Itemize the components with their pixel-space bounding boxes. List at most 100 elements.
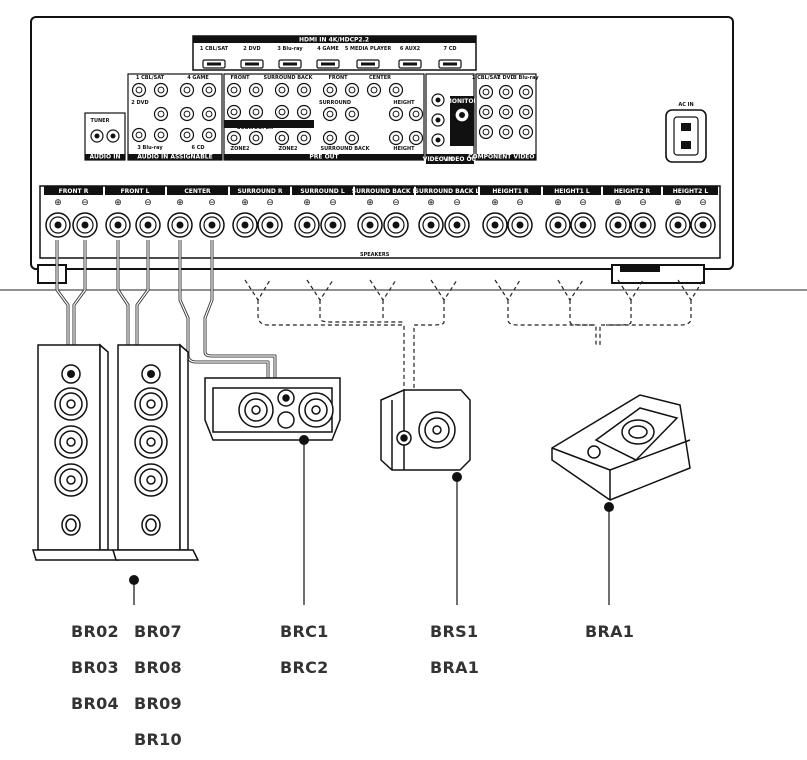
terminal-channel-label: SURROUND BACK L xyxy=(415,188,480,195)
plus-symbol: ⊕ xyxy=(554,198,562,208)
hdmi-input-label: 1 CBL/SAT xyxy=(200,46,229,52)
component-input-label: 3 Blu-ray xyxy=(513,75,539,81)
terminal-channel-label: FRONT L xyxy=(121,188,150,195)
preout-channel-label: SURROUND BACK xyxy=(264,75,314,81)
terminal-header xyxy=(663,186,718,195)
terminal-header xyxy=(44,186,103,195)
model-label: BR02 xyxy=(71,622,119,641)
terminal-channel-label: CENTER xyxy=(184,188,211,195)
plus-symbol: ⊕ xyxy=(674,198,682,208)
minus-symbol: ⊖ xyxy=(144,198,152,208)
plus-symbol: ⊕ xyxy=(303,198,311,208)
plus-symbol: ⊕ xyxy=(241,198,249,208)
model-label: BR09 xyxy=(134,694,182,713)
audio-input-label: 6 CD xyxy=(191,145,204,151)
terminal-header xyxy=(355,186,414,195)
model-label: BRC1 xyxy=(280,622,329,641)
audio-in-label: AUDIO IN xyxy=(90,154,121,161)
speakers-label: SPEAKERS xyxy=(360,252,390,258)
terminal-header xyxy=(292,186,353,195)
minus-symbol: ⊖ xyxy=(579,198,587,208)
model-label: BR07 xyxy=(134,622,182,641)
hdmi-title: HDMI IN 4K/HDCP2.2 xyxy=(299,37,369,44)
plus-symbol: ⊕ xyxy=(54,198,62,208)
preout-channel-label: SURROUND BACK xyxy=(321,146,371,152)
preout-channel-label: SURROUND xyxy=(319,100,351,106)
minus-symbol: ⊖ xyxy=(392,198,400,208)
model-label: BR03 xyxy=(71,658,119,677)
component-input-label: 2 DVD xyxy=(497,75,514,81)
model-label: BRA1 xyxy=(430,658,480,677)
hdmi-input-label: 6 AUX2 xyxy=(400,46,421,52)
video-out-label: VIDEO OUT xyxy=(443,156,481,163)
minus-symbol: ⊖ xyxy=(81,198,89,208)
audio-input-label: 3 Blu-ray xyxy=(137,145,163,151)
model-label: BR10 xyxy=(134,730,182,749)
preout-channel-label: ZONE2 xyxy=(279,146,298,152)
terminal-header xyxy=(416,186,478,195)
minus-symbol: ⊖ xyxy=(453,198,461,208)
terminal-header xyxy=(480,186,541,195)
video-block: MONITOR VIDEO IN VIDEO OUT xyxy=(423,73,482,164)
tuner-label: TUNER xyxy=(91,118,110,124)
model-label: BR08 xyxy=(134,658,182,677)
minus-symbol: ⊖ xyxy=(266,198,274,208)
model-label: BR04 xyxy=(71,694,119,713)
hdmi-input-label: 7 CD xyxy=(443,46,456,52)
monitor-label: MONITOR xyxy=(446,98,479,105)
plus-symbol: ⊕ xyxy=(114,198,122,208)
terminal-header xyxy=(603,186,661,195)
minus-symbol: ⊖ xyxy=(208,198,216,208)
terminal-channel-label: HEIGHT1 L xyxy=(554,188,590,195)
preout-channel-label: FRONT xyxy=(328,75,348,81)
model-label: BRA1 xyxy=(585,622,635,641)
hdmi-input-label: 2 DVD xyxy=(243,46,260,52)
atmos-speaker xyxy=(551,394,691,501)
hdmi-input-label: 5 MEDIA PLAYER xyxy=(345,46,392,52)
model-label: BRC2 xyxy=(280,658,329,677)
plus-symbol: ⊕ xyxy=(176,198,184,208)
center-speaker xyxy=(204,377,341,441)
ac-in-label: AC IN xyxy=(678,102,693,108)
floorstanding-speaker-2 xyxy=(111,343,200,561)
ac-in-socket: AC IN xyxy=(665,102,707,163)
audio-input-label: 4 GAME xyxy=(187,75,209,81)
model-label: BRS1 xyxy=(430,622,479,641)
minus-symbol: ⊖ xyxy=(699,198,707,208)
terminal-header xyxy=(230,186,290,195)
terminal-channel-label: SURROUND L xyxy=(300,188,344,195)
terminal-header xyxy=(105,186,165,195)
plus-symbol: ⊕ xyxy=(491,198,499,208)
preout-channel-label: ZONE2 xyxy=(231,146,250,152)
speaker-terminal-strip: FRONT R⊕⊖FRONT L⊕⊖CENTER⊕⊖SURROUND R⊕⊖SU… xyxy=(39,185,721,259)
component-video-label: COMPONENT VIDEO IN xyxy=(468,154,544,161)
minus-symbol: ⊖ xyxy=(329,198,337,208)
plus-symbol: ⊕ xyxy=(614,198,622,208)
terminal-channel-label: HEIGHT2 R xyxy=(614,188,651,195)
video-in-label: VIDEO IN xyxy=(423,156,453,163)
audio-input-label: 1 CBL/SAT xyxy=(136,75,165,81)
terminal-channel-label: HEIGHT1 R xyxy=(492,188,529,195)
tuner-block: AUDIO IN TUNER xyxy=(84,112,126,161)
plus-symbol: ⊕ xyxy=(366,198,374,208)
hdmi-input-block: HDMI IN 4K/HDCP2.2 1 CBL/SAT 2 DVD 3 Blu-r… xyxy=(192,35,477,71)
hdmi-input-label: 4 GAME xyxy=(317,46,339,52)
preout-channel-label: CENTER xyxy=(369,75,391,81)
minus-symbol: ⊖ xyxy=(639,198,647,208)
terminal-header xyxy=(167,186,228,195)
preout-channel-label: HEIGHT xyxy=(393,146,415,152)
audio-input-label: 2 DVD xyxy=(131,100,148,106)
plus-symbol: ⊕ xyxy=(427,198,435,208)
preout-label: PRE OUT xyxy=(309,154,339,161)
terminal-header xyxy=(543,186,601,195)
preout-channel-label: HEIGHT xyxy=(393,100,415,106)
terminal-channel-label: HEIGHT2 L xyxy=(673,188,709,195)
audio-in-assignable-label: AUDIO IN ASSIGNABLE xyxy=(137,154,212,161)
hdmi-input-label: 3 Blu-ray xyxy=(277,46,303,52)
speaker-wires-inner xyxy=(56,240,276,378)
terminal-channel-label: SURROUND R xyxy=(237,188,282,195)
minus-symbol: ⊖ xyxy=(516,198,524,208)
